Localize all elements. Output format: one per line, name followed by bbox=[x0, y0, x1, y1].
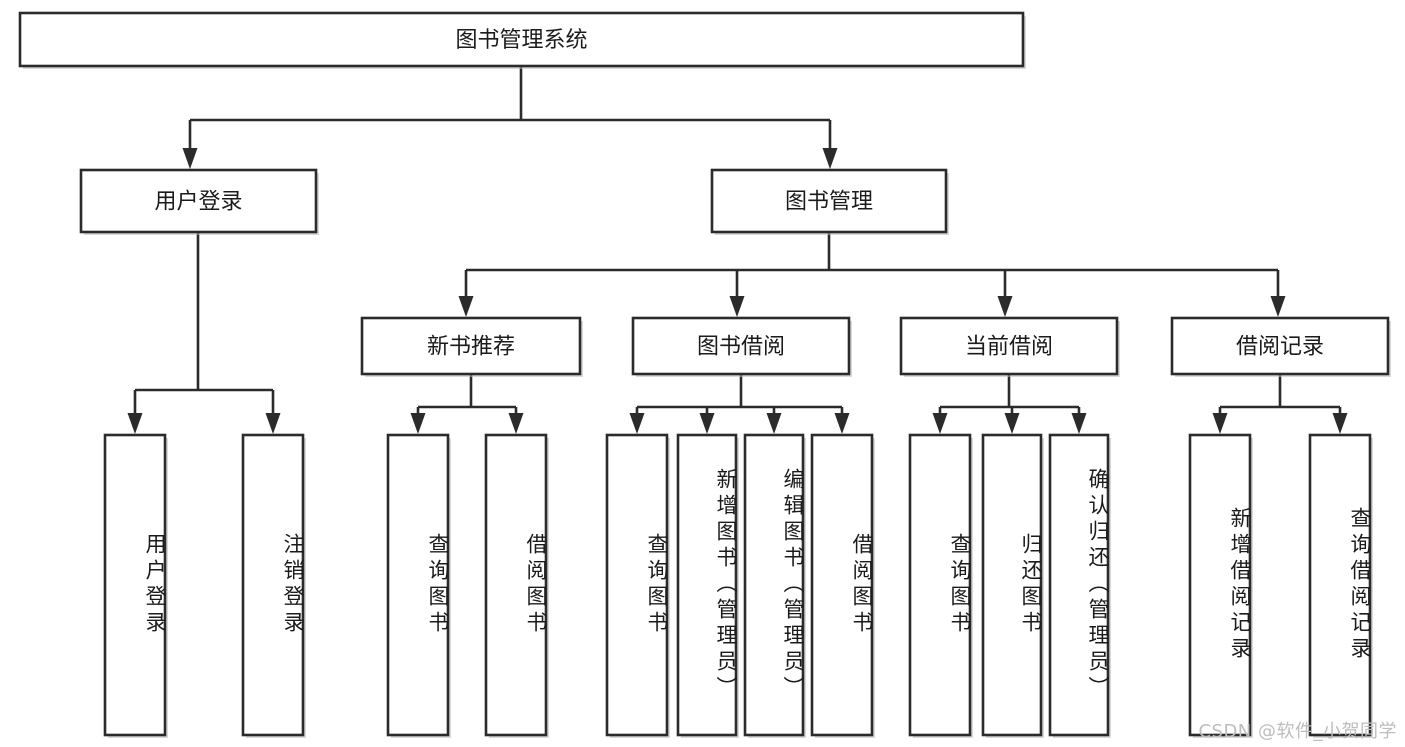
node-box-records[interactable] bbox=[1170, 316, 1390, 376]
arrow-head-leaf-rec-1 bbox=[1212, 413, 1228, 434]
node-box-leaf-borrow-3[interactable] bbox=[743, 433, 805, 737]
arrow-head-login bbox=[182, 148, 198, 169]
node-box-leaf-cur-2[interactable] bbox=[981, 433, 1043, 737]
node-label-bookmgmt: 图书管理 bbox=[785, 190, 873, 215]
connector-group-bookmgmt bbox=[458, 232, 1286, 317]
arrow-head-leaf-borrow-1 bbox=[629, 413, 645, 434]
node-label-root: 图书管理系统 bbox=[455, 28, 587, 53]
arrow-head-leaf-cur-3 bbox=[1071, 413, 1087, 434]
watermark-text: CSDN @软件_小贺同学 bbox=[1198, 721, 1397, 742]
node-box-leaf-login-1[interactable] bbox=[103, 433, 167, 737]
connector-group-newbook bbox=[410, 374, 524, 434]
node-label-newbook: 新书推荐 bbox=[427, 335, 515, 360]
node-box-leaf-login-2[interactable] bbox=[241, 433, 305, 737]
node-box-leaf-rec-2[interactable] bbox=[1308, 433, 1372, 737]
connector-group-login bbox=[127, 232, 281, 434]
arrow-head-records bbox=[1270, 296, 1286, 317]
arrow-head-leaf-rec-2 bbox=[1332, 413, 1348, 434]
node-box-leaf-new-2[interactable] bbox=[484, 433, 548, 737]
arrow-head-leaf-login-2 bbox=[265, 413, 281, 434]
node-label-records: 借阅记录 bbox=[1236, 335, 1324, 360]
node-box-leaf-rec-1[interactable] bbox=[1188, 433, 1252, 737]
node-box-root[interactable] bbox=[18, 11, 1025, 68]
arrow-head-newbook bbox=[458, 296, 474, 317]
node-box-layer bbox=[18, 11, 1391, 738]
node-box-bookmgmt[interactable] bbox=[710, 168, 948, 234]
arrow-head-leaf-borrow-4 bbox=[834, 413, 850, 434]
node-label-current: 当前借阅 bbox=[965, 335, 1053, 360]
node-box-leaf-borrow-4[interactable] bbox=[810, 433, 874, 737]
arrow-head-bookmgmt bbox=[822, 148, 838, 169]
node-box-login[interactable] bbox=[79, 168, 318, 234]
node-box-leaf-new-1[interactable] bbox=[386, 433, 450, 737]
connector-group-records bbox=[1212, 374, 1348, 434]
arrow-head-leaf-borrow-2 bbox=[699, 413, 715, 434]
node-box-newbook[interactable] bbox=[360, 316, 582, 376]
connector-group-current bbox=[932, 374, 1087, 434]
node-box-leaf-cur-1[interactable] bbox=[908, 433, 972, 737]
arrow-head-current bbox=[997, 296, 1013, 317]
arrow-head-leaf-borrow-3 bbox=[766, 413, 782, 434]
arrow-head-leaf-new-2 bbox=[508, 413, 524, 434]
arrow-head-borrow bbox=[729, 296, 745, 317]
node-label-borrow: 图书借阅 bbox=[697, 335, 785, 360]
connector-layer bbox=[127, 66, 1348, 434]
arrow-head-leaf-login-1 bbox=[127, 413, 143, 434]
node-label-login: 用户登录 bbox=[154, 190, 242, 215]
node-box-borrow[interactable] bbox=[631, 316, 851, 376]
node-box-leaf-cur-3[interactable] bbox=[1048, 433, 1110, 737]
node-box-leaf-borrow-2[interactable] bbox=[676, 433, 738, 737]
connector-group-borrow bbox=[629, 374, 850, 434]
arrow-head-leaf-cur-2 bbox=[1004, 413, 1020, 434]
node-box-leaf-borrow-1[interactable] bbox=[605, 433, 669, 737]
arrow-head-leaf-new-1 bbox=[410, 413, 426, 434]
arrow-head-leaf-cur-1 bbox=[932, 413, 948, 434]
node-box-current[interactable] bbox=[899, 316, 1119, 376]
connector-group-root bbox=[182, 66, 838, 169]
